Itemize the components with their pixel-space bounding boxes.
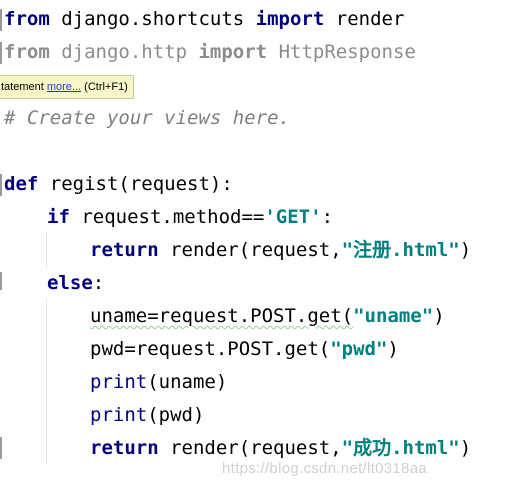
tooltip-shortcut: (Ctrl+F1) [81, 81, 128, 93]
punctuation: : [92, 272, 105, 294]
code-line-6[interactable]: def regist(request): [4, 168, 233, 201]
indent-guide [46, 232, 47, 268]
function-call: render(request, [158, 437, 342, 459]
builtin-print: print [90, 404, 148, 426]
code-line-11[interactable]: pwd=request.POST.get("pwd") [90, 333, 399, 366]
inspection-tooltip: tatement more... (Ctrl+F1) [0, 75, 134, 99]
keyword-return: return [90, 239, 159, 261]
call-arguments: (uname) [147, 371, 228, 393]
module-name: django.http [49, 41, 199, 63]
call-arguments: (pwd) [147, 404, 205, 426]
code-line-12[interactable]: print(uname) [90, 366, 227, 399]
code-line-9[interactable]: else: [47, 267, 104, 300]
code-line-13[interactable]: print(pwd) [90, 399, 204, 432]
keyword-if: if [47, 206, 70, 228]
code-line-4[interactable]: # Create your views here. [4, 102, 290, 135]
builtin-print: print [90, 371, 148, 393]
code-comment: # Create your views here. [4, 107, 290, 129]
code-line-8[interactable]: return render(request,"注册.html") [90, 234, 471, 267]
keyword-from: from [4, 8, 50, 30]
tooltip-more-link[interactable]: more... [46, 81, 82, 93]
tooltip-text: tatement [1, 81, 47, 93]
gutter-marker [0, 272, 2, 290]
keyword-import: import [198, 41, 268, 63]
punctuation: ) [459, 239, 472, 261]
string-literal: "成功.html" [341, 437, 460, 459]
code-line-10[interactable]: uname=request.POST.get("uname") [90, 300, 445, 333]
indent-guide [46, 298, 47, 464]
keyword-import: import [255, 8, 325, 30]
function-call: render(request, [158, 239, 342, 261]
assignment-expression: pwd=request.POST.get( [90, 338, 331, 360]
string-literal: "pwd" [330, 338, 388, 360]
code-line-2[interactable]: from django.http import HttpResponse [4, 36, 416, 69]
code-line-1[interactable]: from django.shortcuts import render [4, 3, 404, 36]
imported-name: render [324, 8, 405, 30]
code-line-14[interactable]: return render(request,"成功.html") [90, 432, 471, 465]
punctuation: ) [459, 437, 472, 459]
imported-name: HttpResponse [267, 41, 416, 63]
keyword-else: else [47, 272, 93, 294]
punctuation: ) [433, 305, 445, 327]
function-signature: regist(request): [38, 173, 233, 195]
punctuation: ) [387, 338, 399, 360]
gutter-marker [0, 174, 2, 196]
string-literal: "uname" [353, 305, 434, 327]
keyword-from: from [4, 41, 50, 63]
code-line-7[interactable]: if request.method=='GET': [47, 201, 333, 234]
gutter-marker [0, 437, 2, 459]
string-literal: "注册.html" [341, 239, 460, 261]
gutter-marker [0, 42, 2, 64]
keyword-return: return [90, 437, 159, 459]
string-literal: 'GET' [264, 206, 322, 228]
module-name: django.shortcuts [49, 8, 256, 30]
punctuation: : [321, 206, 334, 228]
condition-expression: request.method== [69, 206, 265, 228]
watermark: https://blog.csdn.net/lt0318aa [222, 460, 427, 477]
gutter-marker [0, 9, 2, 31]
keyword-def: def [4, 173, 39, 195]
assignment-expression: uname=request.POST.get( [90, 305, 354, 327]
